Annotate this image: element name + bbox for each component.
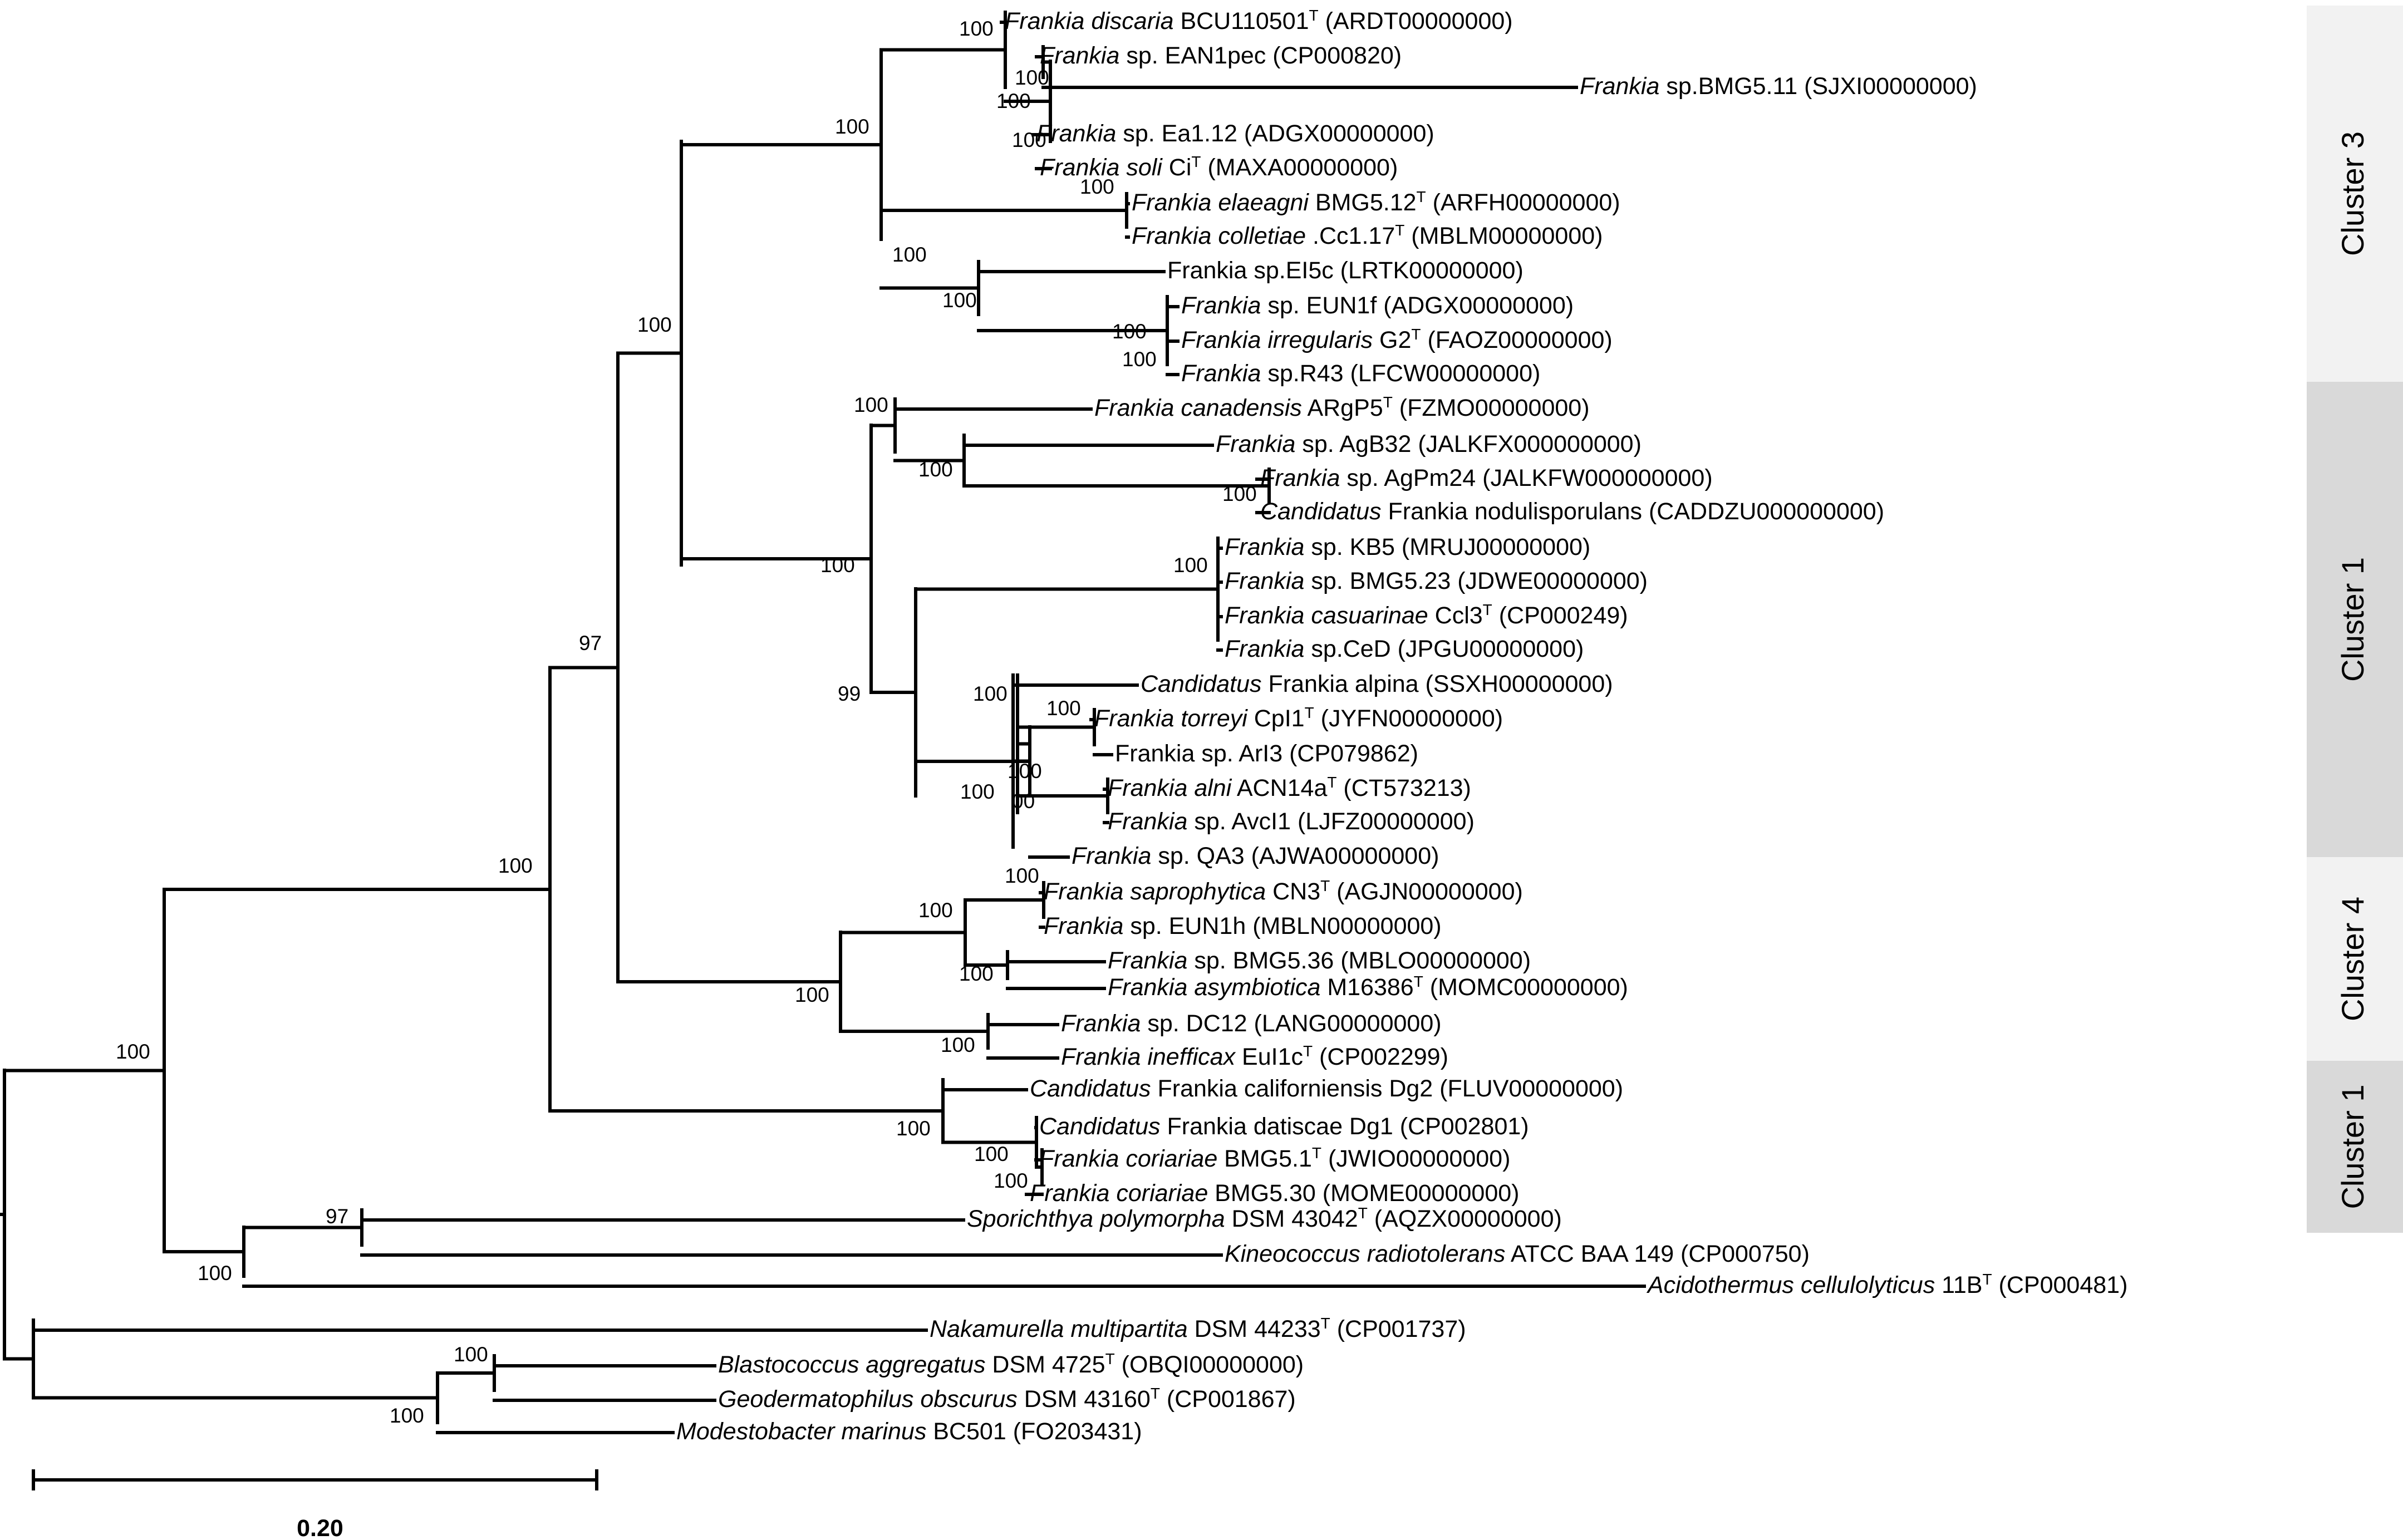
bootstrap-value: 100 [942, 289, 977, 312]
bootstrap-value: 100 [896, 1117, 931, 1140]
taxon-label-irregularis: Frankia irregularis G2T (FAOZ00000000) [1181, 326, 1613, 354]
bootstrap-value: 100 [918, 458, 953, 481]
taxon-label-californiensis: Candidatus Frankia californiensis Dg2 (F… [1030, 1075, 1623, 1102]
taxon-label-ean1pec: Frankia sp. EAN1pec (CP000820) [1040, 42, 1402, 69]
taxon-label-acidothermus: Acidothermus cellulolyticus 11BT (CP0004… [1646, 1271, 2127, 1299]
bootstrap-value: 100 [1046, 697, 1081, 720]
bootstrap-value: 100 [498, 854, 533, 877]
taxon-label-asymbiotica: Frankia asymbiotica M16386T (MOMC0000000… [1108, 973, 1628, 1001]
bootstrap-value: 100 [637, 313, 672, 336]
bootstrap-value: 97 [326, 1205, 348, 1228]
bootstrap-values: 100 100 100 100 100 100 100 100 100 100 100 100 100 1… [116, 17, 1257, 1427]
cluster-bands: Cluster 3 Cluster 1 Cluster 4 Cluster 1 [2307, 6, 2403, 1233]
taxon-label-sporichthya: Sporichthya polymorpha DSM 43042T (AQZX0… [967, 1204, 1562, 1233]
taxon-label-ea112: Frankia sp. Ea1.12 (ADGX00000000) [1036, 120, 1434, 147]
taxon-label-canadensis: Frankia canadensis ARgP5T (FZMO00000000) [1094, 393, 1590, 422]
bootstrap-value: 100 [1080, 175, 1114, 198]
scale-bar-label: 0.20 [297, 1515, 343, 1540]
bootstrap-value: 99 [838, 682, 861, 705]
bootstrap-value: 100 [960, 780, 995, 803]
taxon-label-datiscae: Candidatus Frankia datiscae Dg1 (CP00280… [1039, 1113, 1529, 1140]
taxon-label-inefficax: Frankia inefficax EuI1cT (CP002299) [1061, 1042, 1448, 1071]
taxon-label-torreyi: Frankia torreyi CpI1T (JYFN00000000) [1094, 704, 1503, 732]
taxon-label-discaria: Frankia discaria BCU110501T (ARDT0000000… [1005, 7, 1513, 35]
taxon-label-ei5c: Frankia sp.EI5c (LRTK00000000) [1167, 257, 1524, 284]
taxon-label-coriariae30: Frankia coriariae BMG5.30 (MOME00000000) [1030, 1180, 1520, 1207]
taxon-label-kb5: Frankia sp. KB5 (MRUJ00000000) [1225, 534, 1590, 560]
bootstrap-value: 100 [1222, 483, 1257, 505]
taxon-label-eun1f: Frankia sp. EUN1f (ADGX00000000) [1181, 292, 1574, 319]
taxon-label-bmg536: Frankia sp. BMG5.36 (MBLO00000000) [1108, 947, 1531, 974]
taxon-label-saprophytica: Frankia saprophytica CN3T (AGJN00000000) [1044, 877, 1523, 906]
taxon-label-nakamurella: Nakamurella multipartita DSM 44233T (CP0… [930, 1315, 1466, 1343]
taxon-label-dc12: Frankia sp. DC12 (LANG00000000) [1061, 1010, 1442, 1037]
taxon-label-soli: Frankia soli CiT (MAXA00000000) [1040, 153, 1398, 181]
taxon-label-bmg511: Frankia sp.BMG5.11 (SJXI00000000) [1580, 73, 1977, 100]
taxon-label-avci1: Frankia sp. AvcI1 (LJFZ00000000) [1108, 808, 1475, 835]
bootstrap-value: 97 [579, 632, 602, 655]
bootstrap-value: 100 [959, 17, 994, 40]
bootstrap-value: 100 [918, 899, 953, 922]
bootstrap-value: 100 [390, 1404, 424, 1427]
cluster-band [2307, 857, 2403, 1061]
bootstrap-value: 100 [974, 1143, 1009, 1165]
bootstrap-value: 100 [198, 1262, 232, 1285]
taxon-label-alpina: Candidatus Frankia alpina (SSXH00000000) [1141, 671, 1613, 697]
taxon-label-ced: Frankia sp.CeD (JPGU00000000) [1225, 636, 1584, 662]
cluster-band [2307, 382, 2403, 857]
bootstrap-value: 100 [994, 1169, 1028, 1192]
bootstrap-value: 00 [1012, 790, 1035, 813]
taxon-label-ari3: Frankia sp. ArI3 (CP079862) [1115, 740, 1418, 767]
taxon-label-agpm24: Frankia sp. AgPm24 (JALKFW000000000) [1260, 465, 1713, 491]
taxon-label-bmg523: Frankia sp. BMG5.23 (JDWE00000000) [1225, 568, 1648, 594]
cluster-label: Cluster 3 [2335, 131, 2370, 256]
cluster-label: Cluster 4 [2335, 897, 2370, 1021]
taxon-label-alni: Frankia alni ACN14aT (CT573213) [1108, 774, 1471, 802]
bootstrap-value: 100 [1173, 554, 1208, 577]
bootstrap-value: 100 [795, 983, 829, 1006]
bootstrap-value: 100 [996, 90, 1031, 112]
taxon-label-nodulisporulans: Candidatus Frankia nodulisporulans (CADD… [1260, 498, 1884, 525]
bootstrap-value: 100 [973, 682, 1008, 705]
taxon-label-colletiae: Frankia colletiae .Cc1.17T (MBLM00000000… [1132, 222, 1603, 250]
cluster-band [2307, 6, 2403, 382]
bootstrap-value: 100 [835, 115, 869, 138]
bootstrap-value: 100 [1122, 348, 1157, 371]
taxon-label-coriariae1: Frankia coriariae BMG5.1T (JWIO00000000) [1039, 1144, 1510, 1173]
taxon-label-kineococcus: Kineococcus radiotolerans ATCC BAA 149 (… [1225, 1241, 1810, 1267]
taxon-label-geodermatophilus: Geodermatophilus obscurus DSM 43160T (CP… [718, 1385, 1296, 1413]
taxon-label-modestobacter: Modestobacter marinus BC501 (FO203431) [676, 1418, 1142, 1445]
bootstrap-value: 100 [1005, 864, 1039, 887]
cluster-label: Cluster 1 [2335, 557, 2370, 682]
bootstrap-value: 100 [454, 1343, 488, 1366]
bootstrap-value: 100 [116, 1040, 150, 1063]
bootstrap-value: 100 [1008, 760, 1042, 783]
taxon-label-r43: Frankia sp.R43 (LFCW00000000) [1181, 360, 1540, 387]
taxon-label-agb32: Frankia sp. AgB32 (JALKFX000000000) [1216, 431, 1642, 457]
bootstrap-value: 100 [959, 962, 994, 985]
taxon-label-casuarinae: Frankia casuarinae Ccl3T (CP000249) [1225, 601, 1628, 629]
taxon-label-elaeagni: Frankia elaeagni BMG5.12T (ARFH00000000) [1132, 188, 1620, 217]
taxon-label-eun1h: Frankia sp. EUN1h (MBLN00000000) [1044, 913, 1442, 939]
bootstrap-value: 100 [1015, 66, 1049, 89]
taxon-label-qa3: Frankia sp. QA3 (AJWA00000000) [1072, 843, 1439, 869]
bootstrap-value: 100 [1012, 129, 1046, 151]
cluster-label: Cluster 1 [2335, 1084, 2370, 1209]
taxon-labels: Frankia discaria BCU110501T (ARDT0000000… [676, 7, 2127, 1445]
tree-branches [0, 11, 1646, 1434]
bootstrap-value: 100 [941, 1034, 975, 1056]
bootstrap-value: 100 [892, 243, 927, 266]
bootstrap-value: 100 [854, 393, 888, 416]
bootstrap-value: 100 [1112, 320, 1147, 343]
cluster-band [2307, 1061, 2403, 1233]
bootstrap-value: 100 [820, 554, 855, 577]
taxon-label-blastococcus: Blastococcus aggregatus DSM 4725T (OBQI0… [718, 1350, 1304, 1379]
scale-bar: 0.20 [32, 1469, 598, 1540]
